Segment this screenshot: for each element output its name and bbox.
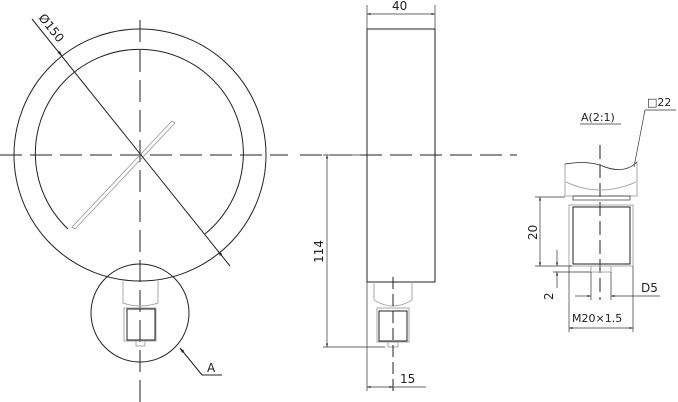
dimension-arrow: [57, 50, 63, 57]
detail-title: A(2:1): [581, 111, 615, 124]
collar: [572, 195, 631, 201]
case-side-rect: [366, 28, 436, 283]
thread-length-label: 20: [526, 225, 540, 240]
diameter-dimension-line: [31, 18, 231, 267]
detail-circle: [90, 263, 190, 363]
detail-label: A: [207, 361, 216, 375]
detail-leader: [179, 347, 203, 376]
nut-detail: [572, 206, 631, 265]
stem-chamfer: [565, 181, 637, 191]
detail-view: A(2:1) □22 20 2 D5 M20×1.5: [526, 96, 676, 332]
nut-thread: [126, 308, 156, 341]
side-view: 40 114 15: [300, 0, 517, 395]
dimension-arrow: [217, 250, 223, 257]
height-label: 114: [312, 240, 326, 263]
diameter-label: Ø150: [36, 11, 67, 45]
nut-outline-detail: [568, 204, 634, 267]
pointer-needle: [71, 120, 176, 230]
offset-label: 15: [400, 372, 415, 386]
thread-label: M20×1.5: [572, 312, 622, 325]
width-label: 40: [392, 0, 407, 13]
broken-stem: [564, 160, 638, 197]
break-line: [564, 161, 638, 170]
dial-arc: [34, 48, 244, 235]
bore-outline: [135, 340, 146, 347]
bore-detail: [590, 265, 612, 273]
square-label: □22: [647, 96, 671, 109]
stem-outline: [122, 281, 159, 307]
front-view: Ø150 A: [0, 11, 288, 402]
bore-label: D5: [641, 281, 658, 295]
recess-depth-label: 2: [542, 292, 556, 300]
square-leader: [633, 109, 646, 168]
outer-case-circle: [13, 28, 267, 282]
